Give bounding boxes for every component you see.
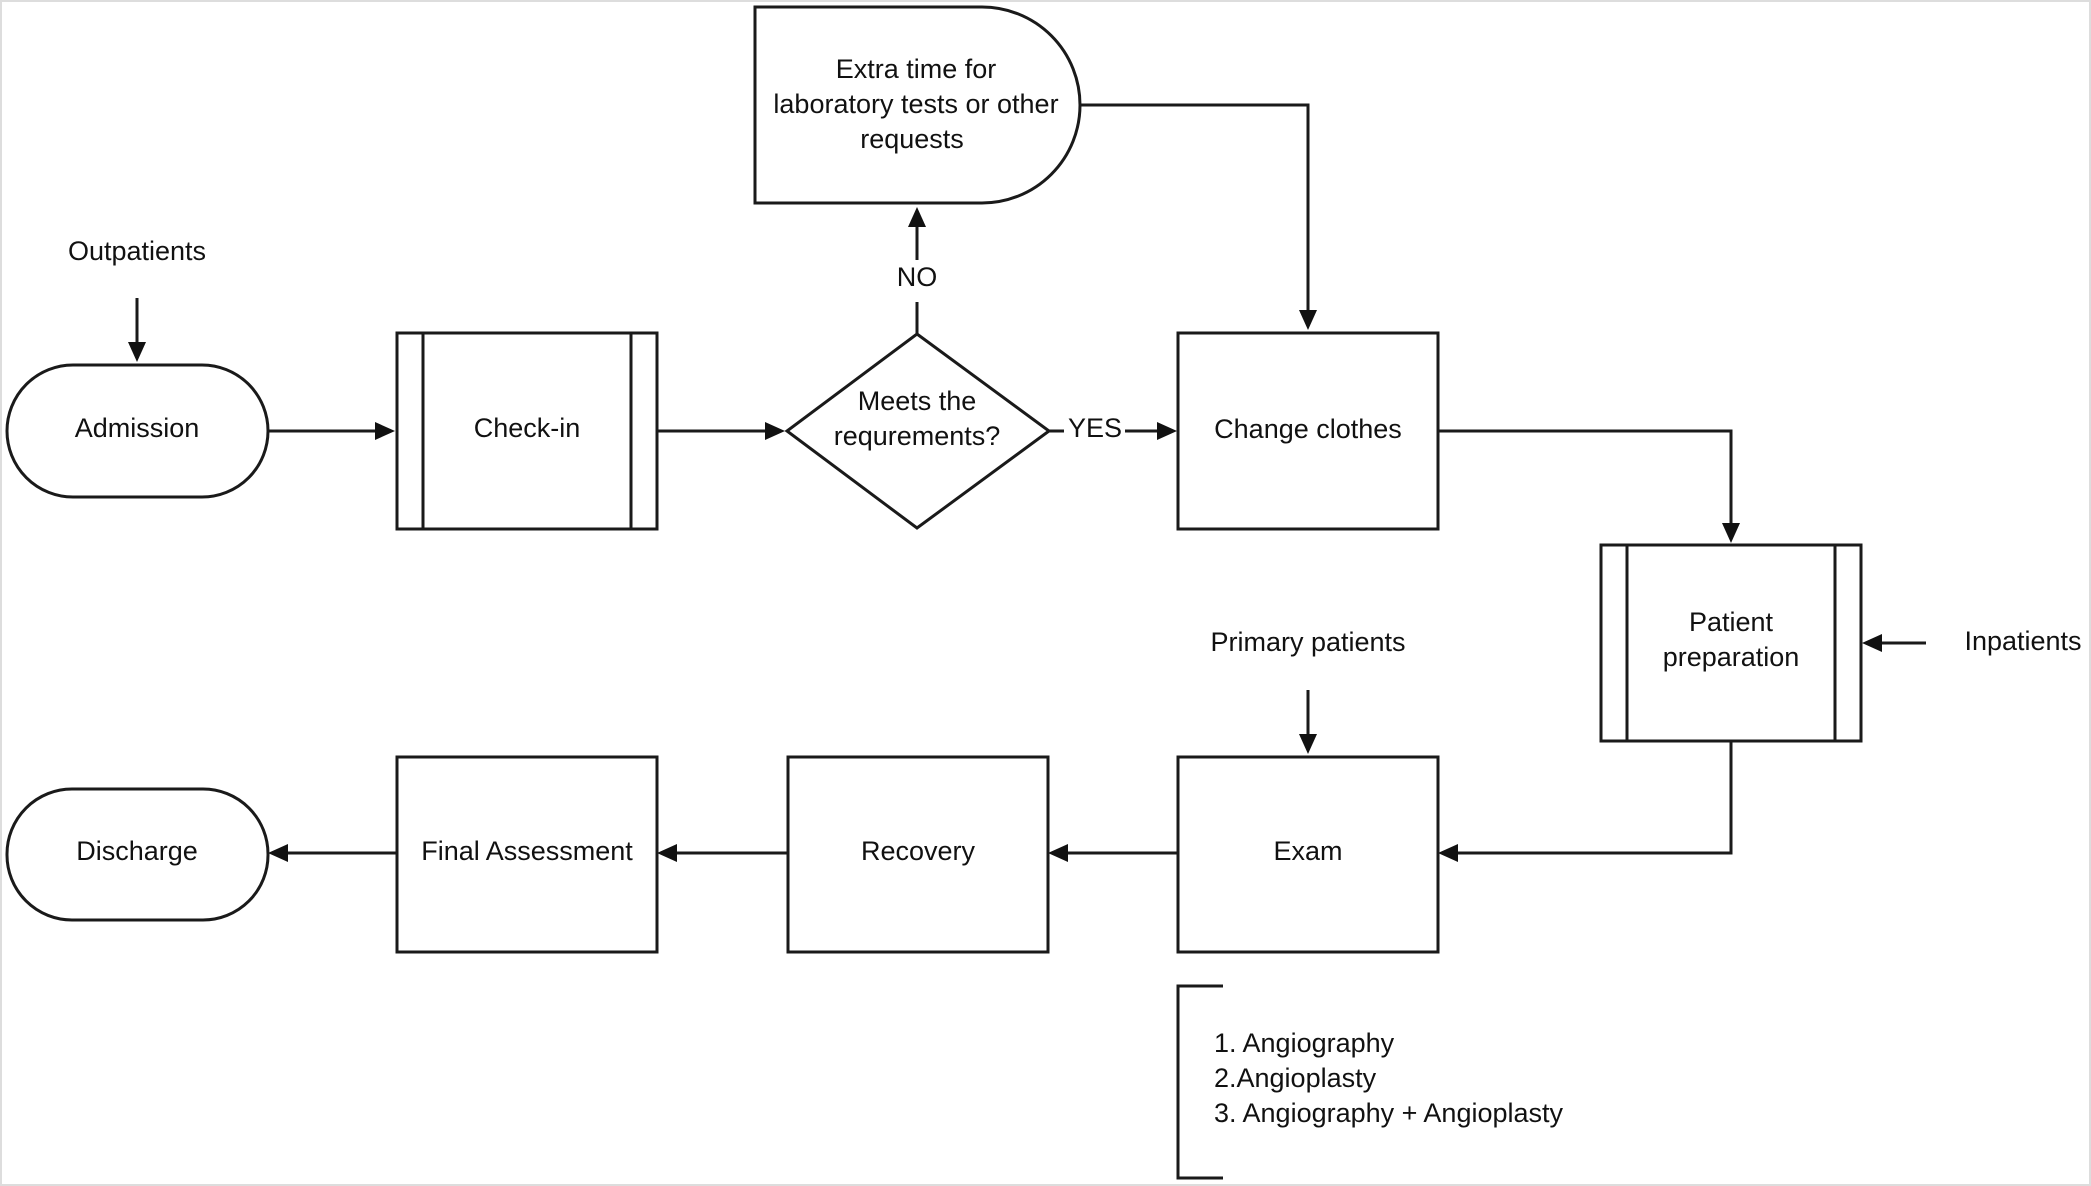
arrowhead xyxy=(1048,844,1068,862)
exam-type-3: 3. Angiography + Angioplasty xyxy=(1214,1098,1564,1128)
edge-extratime-changeclothes xyxy=(1080,103,1310,310)
exam-type-1: 1. Angiography xyxy=(1214,1028,1395,1058)
patient-prep-line2: preparation xyxy=(1663,642,1800,672)
arrowhead xyxy=(128,342,146,362)
arrowhead xyxy=(1438,844,1458,862)
arrowhead xyxy=(1157,422,1177,440)
arrowhead xyxy=(657,844,677,862)
discharge-label: Discharge xyxy=(76,836,198,866)
change-clothes-box xyxy=(1176,331,1440,531)
arrowhead xyxy=(908,207,926,227)
exam-types-bracket xyxy=(1176,984,1223,1180)
extra-time-delay xyxy=(753,5,1082,205)
admission-terminator xyxy=(5,363,270,499)
extra-time-line1: Extra time for xyxy=(836,54,997,84)
exam-box xyxy=(1176,755,1440,954)
decision-diamond xyxy=(784,332,1052,530)
checkin-process xyxy=(395,331,659,531)
change-clothes-label: Change clothes xyxy=(1214,414,1402,444)
arrowhead xyxy=(765,422,785,440)
exam-type-2: 2.Angioplasty xyxy=(1214,1063,1377,1093)
primary-patients-label: Primary patients xyxy=(1210,627,1405,657)
recovery-label: Recovery xyxy=(861,836,976,866)
extra-time-line3: requests xyxy=(860,124,964,154)
no-label: NO xyxy=(897,262,938,292)
checkin-label: Check-in xyxy=(474,413,581,443)
connectors xyxy=(128,103,1926,862)
patient-prep-line1: Patient xyxy=(1689,607,1774,637)
arrowhead xyxy=(375,422,395,440)
arrowhead xyxy=(1299,310,1317,330)
admission-label: Admission xyxy=(75,413,200,443)
edge-changeclothes-prep xyxy=(1438,429,1733,523)
yes-label: YES xyxy=(1068,413,1122,443)
exam-label: Exam xyxy=(1273,836,1342,866)
discharge-terminator xyxy=(5,787,270,922)
edge-prep-exam xyxy=(1458,741,1733,855)
patient-preparation-process xyxy=(1599,543,1863,743)
outpatients-label: Outpatients xyxy=(68,236,206,266)
final-assessment-label: Final Assessment xyxy=(421,836,633,866)
arrowhead xyxy=(268,844,288,862)
inpatients-label: Inpatients xyxy=(1964,626,2081,656)
final-assessment-box xyxy=(395,755,659,954)
recovery-box xyxy=(786,755,1050,954)
arrowhead xyxy=(1722,523,1740,543)
arrowhead xyxy=(1862,634,1882,652)
decision-label-line2: requrements? xyxy=(834,421,1001,451)
arrowhead xyxy=(1299,734,1317,754)
extra-time-line2: laboratory tests or other xyxy=(773,89,1058,119)
decision-label-line1: Meets the xyxy=(858,386,977,416)
